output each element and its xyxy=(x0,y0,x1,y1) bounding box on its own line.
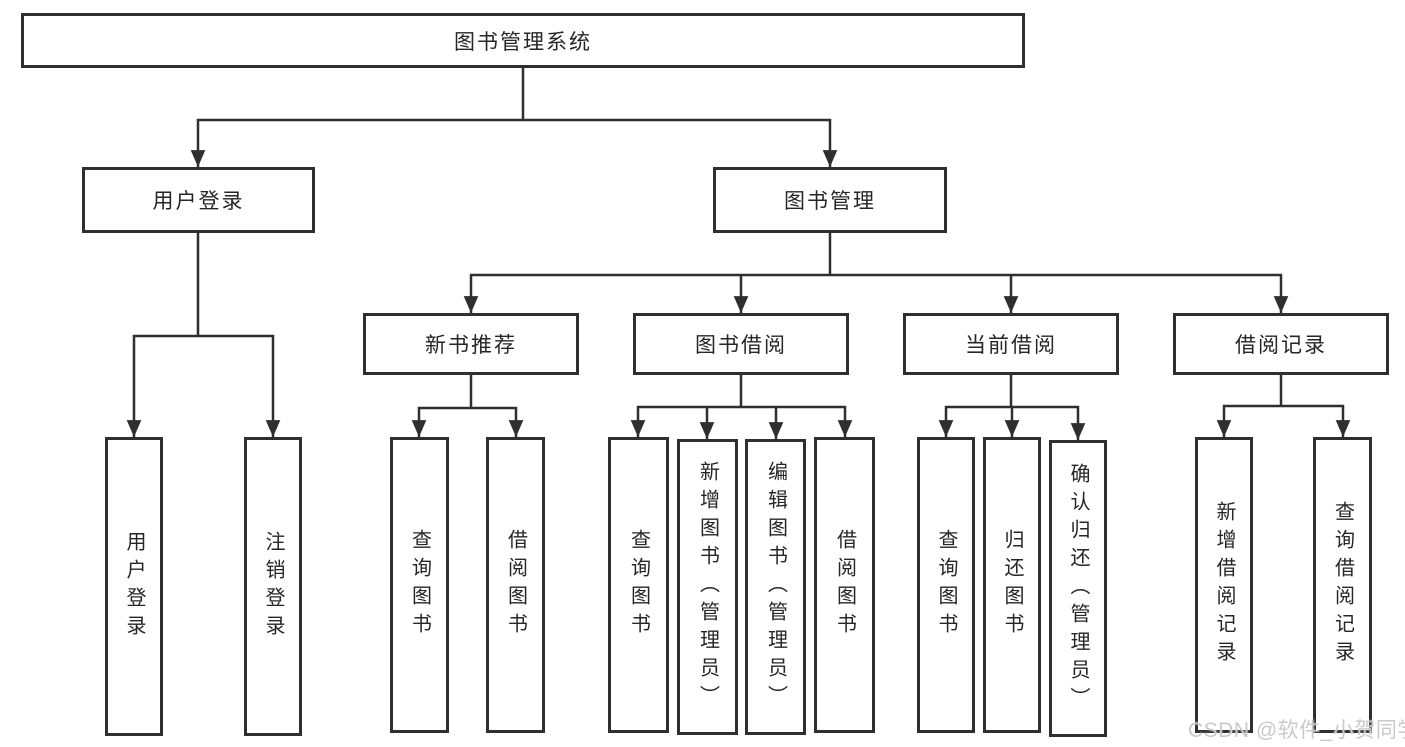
leaf-query-borrow-record: 查询借阅记录 xyxy=(1313,437,1372,733)
node-library-system: 图书管理系统 xyxy=(21,13,1025,68)
leaf-borrow-books-borrowing: 借阅图书 xyxy=(814,437,875,733)
leaf-edit-books-admin: 编辑图书（管理员） xyxy=(745,439,806,735)
node-label: 新增图书（管理员） xyxy=(696,461,719,713)
node-label: 查询借阅记录 xyxy=(1331,501,1354,669)
node-label: 用户登录 xyxy=(152,190,245,213)
node-label: 查询图书 xyxy=(408,529,431,641)
node-label: 借阅图书 xyxy=(833,529,856,641)
leaf-user-login: 用户登录 xyxy=(105,437,163,736)
node-label: 查询图书 xyxy=(627,529,650,641)
node-label: 查询图书 xyxy=(935,529,957,641)
node-label: 归还图书 xyxy=(1001,529,1023,641)
node-label: 注销登录 xyxy=(262,530,284,643)
leaf-add-borrow-record: 新增借阅记录 xyxy=(1195,437,1253,733)
node-label: 编辑图书（管理员） xyxy=(764,461,787,713)
leaf-return-books: 归还图书 xyxy=(983,437,1041,733)
node-label: 图书管理 xyxy=(784,190,876,213)
node-label: 图书管理系统 xyxy=(454,30,592,54)
node-current-borrowing: 当前借阅 xyxy=(903,313,1119,375)
node-label: 当前借阅 xyxy=(965,334,1057,357)
node-label: 借阅图书 xyxy=(504,529,527,641)
node-new-book-recommend: 新书推荐 xyxy=(363,313,579,375)
node-user-login: 用户登录 xyxy=(82,167,315,233)
leaf-logout: 注销登录 xyxy=(244,437,302,736)
leaf-add-books-admin: 新增图书（管理员） xyxy=(677,439,738,735)
node-book-management: 图书管理 xyxy=(713,167,947,233)
node-label: 确认归还（管理员） xyxy=(1067,462,1089,715)
node-label: 新书推荐 xyxy=(425,334,517,357)
node-label: 借阅记录 xyxy=(1235,334,1327,357)
leaf-query-books-current: 查询图书 xyxy=(917,437,975,733)
node-label: 新增借阅记录 xyxy=(1213,501,1235,669)
node-book-borrowing: 图书借阅 xyxy=(633,313,849,375)
node-label: 用户登录 xyxy=(123,530,145,643)
node-label: 图书借阅 xyxy=(695,334,787,357)
csdn-watermark: CSDN @软件_小贺同学 xyxy=(1188,719,1405,742)
leaf-query-books-borrowing: 查询图书 xyxy=(608,437,669,733)
leaf-query-books-recommend: 查询图书 xyxy=(390,437,449,733)
node-borrowing-records: 借阅记录 xyxy=(1173,313,1389,375)
leaf-confirm-return-admin: 确认归还（管理员） xyxy=(1049,440,1107,737)
leaf-borrow-books-recommend: 借阅图书 xyxy=(486,437,545,733)
